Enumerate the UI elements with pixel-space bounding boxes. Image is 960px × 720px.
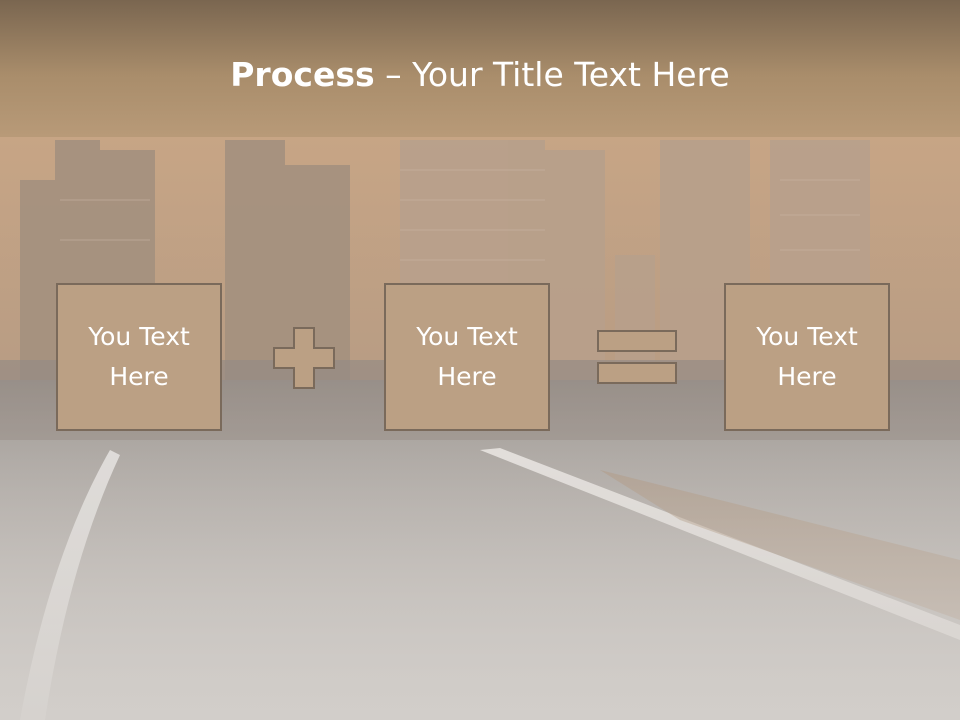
title-rest: Your Title Text Here — [412, 55, 730, 94]
title-bold: Process — [230, 55, 375, 94]
title-dash: – — [374, 55, 413, 94]
equals-icon — [597, 330, 677, 384]
process-box-1[interactable]: You Text Here — [56, 283, 222, 431]
process-box-2-label: You Text Here — [416, 322, 518, 391]
slide-title: Process – Your Title Text Here — [0, 53, 960, 97]
process-box-3-label: You Text Here — [756, 322, 858, 391]
plus-icon — [273, 327, 335, 389]
process-box-2[interactable]: You Text Here — [384, 283, 550, 431]
process-box-3[interactable]: You Text Here — [724, 283, 890, 431]
process-box-1-label: You Text Here — [88, 322, 190, 391]
title-band — [0, 0, 960, 137]
